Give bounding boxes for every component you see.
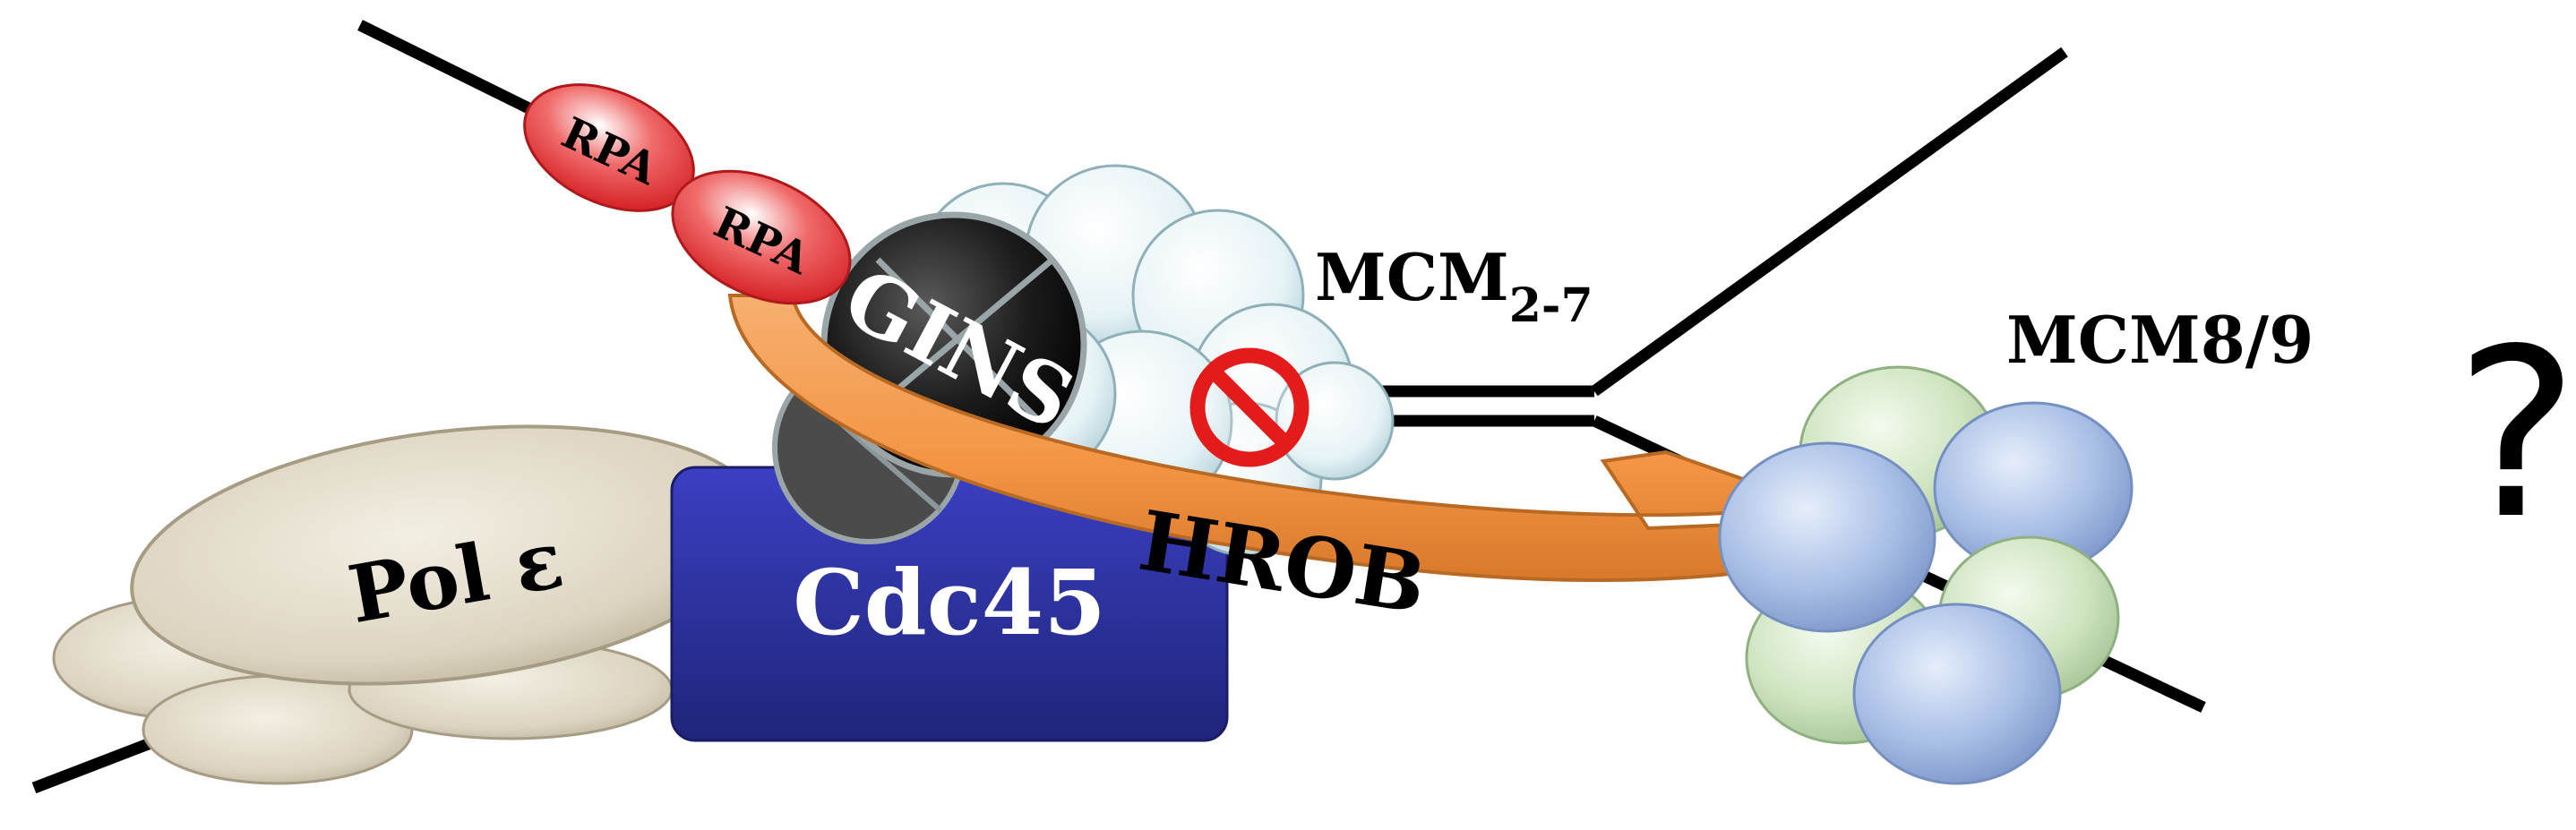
cdc45-label: Cdc45 — [793, 550, 1106, 655]
mcm8-9-label: MCM8/9 — [2006, 302, 2314, 378]
pol-epsilon: Pol ε — [52, 424, 766, 785]
cdc45: Cdc45 — [670, 466, 1229, 742]
mcm2-7-label: MCM2-7 — [1315, 239, 1593, 333]
mcm8-9-complex — [1718, 365, 2134, 785]
hrob: HROB — [727, 294, 1767, 633]
question-mark: ? — [2455, 300, 2576, 570]
rpa-2: RPA — [671, 169, 852, 305]
no-entry-icon — [1189, 347, 1309, 467]
mcm2-7-label-main: MCM — [1315, 239, 1509, 315]
mcm2-7-label-subscript: 2-7 — [1509, 278, 1593, 333]
dna-strand-fork-upper — [1591, 47, 2068, 397]
